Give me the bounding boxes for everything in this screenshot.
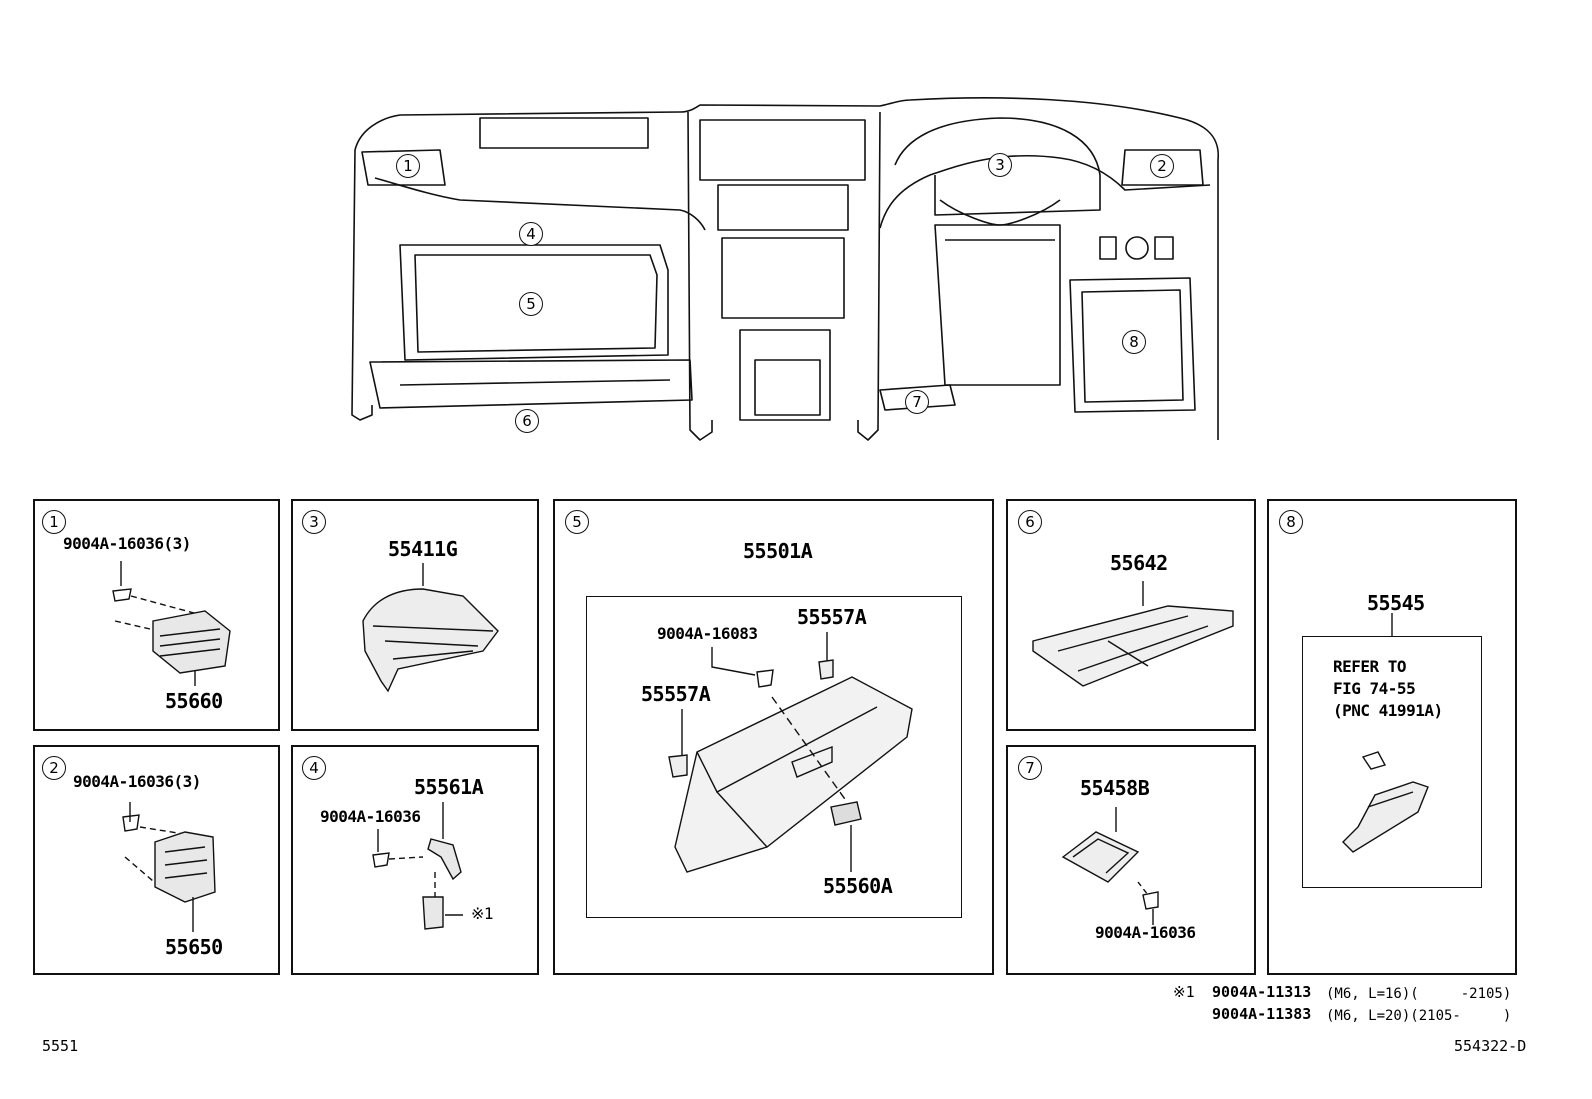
footnote-row1-part: 9004A-11313 [1212,983,1312,1001]
part-number: 55545 [1367,591,1425,615]
reference-box: REFER TO FIG 74-55 (PNC 41991A) [1302,636,1482,888]
callout-2: 2 [1150,154,1174,178]
lower-cover-drawing [1342,751,1429,853]
panel-number: 4 [302,756,326,780]
footnote-row2-part: 9004A-11383 [1212,1005,1312,1023]
callout-1: 1 [396,154,420,178]
figure-code-left: 5551 [42,1037,79,1055]
vent-1-drawing [112,561,231,686]
bolt-label: 9004A-16036(3) [73,772,201,791]
panel-6: 6 55642 [1006,499,1256,731]
bolt-label: 9004A-16036 [1095,923,1196,942]
panel-number: 1 [42,510,66,534]
callout-6: 6 [515,409,539,433]
cluster-hood-drawing [362,563,499,693]
callout-8: 8 [1122,330,1146,354]
panel-2: 2 9004A-16036(3) 55650 [33,745,280,975]
vent-2-drawing [122,802,216,932]
assembly-part-number: 55501A [743,539,813,563]
part-number: 55650 [165,935,223,959]
glove-box-subassembly: 9004A-16083 55557A 55557A 55560A [586,596,962,918]
callout-4: 4 [519,222,543,246]
bulb-part-b: 55557A [797,605,867,629]
panel-5: 5 55501A 9004A-16083 55557A 55557A 555 [553,499,994,975]
leader-line [1391,613,1393,636]
bracket-drawing [372,802,463,930]
part-number: 55411G [388,537,458,561]
panel-number: 8 [1279,510,1303,534]
panel-4: 4 55561A 9004A-16036 ※1 [291,745,539,975]
panel-8: 8 55545 REFER TO FIG 74-55 (PNC 41991A) [1267,499,1517,975]
callout-7: 7 [905,390,929,414]
refer-line-3: (PNC 41991A) [1333,701,1443,720]
panel-number: 3 [302,510,326,534]
note-mark: ※1 [471,904,494,923]
refer-line-2: FIG 74-55 [1333,679,1416,698]
lower-panel-drawing [1032,581,1234,687]
latch-part-number: 55560A [823,874,893,898]
callout-5: 5 [519,292,543,316]
bulb-part-a: 55557A [641,682,711,706]
panel-number: 6 [1018,510,1042,534]
panel-number: 2 [42,756,66,780]
part-number: 55642 [1110,551,1168,575]
bolt-label: 9004A-16036(3) [63,534,191,553]
panel-number: 7 [1018,756,1042,780]
footnote-row2-spec: (M6, L=20)(2105- ) [1326,1008,1512,1024]
bolt-label: 9004A-16083 [657,624,758,643]
footnote-row1-spec: (M6, L=16)( -2105) [1326,986,1512,1002]
panel-number: 5 [565,510,589,534]
refer-line-1: REFER TO [1333,657,1407,676]
part-number: 55660 [165,689,223,713]
panel-1: 1 9004A-16036(3) 55660 [33,499,280,731]
part-number: 55561A [414,775,484,799]
glove-box-drawing [668,632,913,873]
panel-3: 3 55411G [291,499,539,731]
figure-code-right: 554322-D [1454,1037,1527,1055]
cover-drawing [1061,807,1159,925]
bolt-label: 9004A-16036 [320,807,421,826]
part-number: 55458B [1080,776,1150,800]
panel-7: 7 55458B 9004A-16036 [1006,745,1256,975]
callout-3: 3 [988,153,1012,177]
footnote-mark: ※1 [1173,983,1195,1001]
dashboard-drawing [351,97,1220,441]
